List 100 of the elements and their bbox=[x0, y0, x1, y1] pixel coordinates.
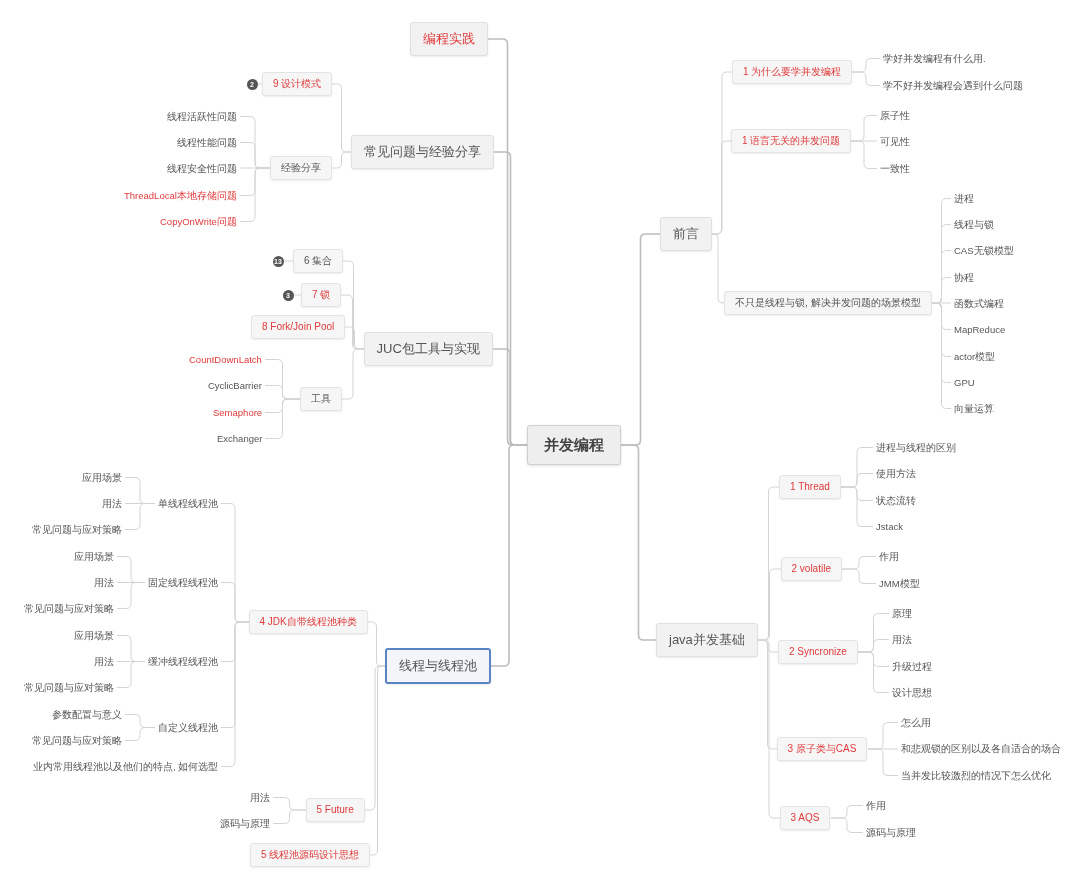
branch-text: CountDownLatch bbox=[186, 352, 265, 366]
subtopic-box: 2 Syncronize bbox=[778, 640, 858, 664]
subtopic-box: 5 线程池源码设计思想 bbox=[250, 843, 371, 867]
branch-text: 用法 bbox=[99, 496, 125, 510]
branch-text: 作用 bbox=[863, 798, 889, 812]
branch-text: 常见问题与应对策略 bbox=[29, 733, 125, 747]
connector-line bbox=[857, 651, 890, 693]
topic-box: java并发基础 bbox=[656, 623, 758, 657]
topic-box: 常见问题与经验分享 bbox=[350, 135, 494, 169]
branch-text: 原子性 bbox=[877, 108, 913, 122]
connector-line bbox=[272, 809, 307, 824]
branch-text: 怎么用 bbox=[898, 715, 934, 729]
branch-text: 业内常用线程池以及他们的特点, 如何选型 bbox=[30, 759, 222, 773]
branch-text: 源码与原理 bbox=[863, 825, 919, 839]
subtopic-box: 不只是线程与锁, 解决并发问题的场景模型 bbox=[724, 291, 932, 315]
branch-text: 使用方法 bbox=[873, 466, 919, 480]
branch-text: 用法 bbox=[889, 632, 915, 646]
branch-text: 学不好并发编程会遇到什么问题 bbox=[880, 78, 1026, 92]
connector-line bbox=[124, 727, 156, 741]
connector-line bbox=[850, 140, 878, 169]
branch-text: 进程 bbox=[951, 191, 977, 205]
branch-text: 常见问题与应对策略 bbox=[21, 601, 117, 615]
topic-box: JUC包工具与实现 bbox=[363, 332, 493, 366]
branch-text: CopyOnWrite问题 bbox=[157, 214, 240, 228]
branch-text: Jstack bbox=[873, 519, 906, 533]
branch-text: 参数配置与意义 bbox=[49, 707, 125, 721]
subtopic-box: 1 语言无关的并发问题 bbox=[731, 129, 852, 153]
connector-line bbox=[124, 503, 156, 530]
branch-text: Semaphore bbox=[210, 405, 266, 419]
topic-box: 前言 bbox=[660, 217, 712, 251]
branch-text: 当并发比较激烈的情况下怎么优化 bbox=[898, 768, 1054, 782]
branch-text: 协程 bbox=[951, 270, 977, 284]
connector-line bbox=[116, 582, 146, 609]
branch-text: 常见问题与应对策略 bbox=[21, 680, 117, 694]
branch-text: CyclicBarrier bbox=[205, 378, 265, 392]
connector-line bbox=[711, 140, 732, 235]
connector-line bbox=[239, 167, 271, 222]
branch-text: 设计思想 bbox=[889, 685, 935, 699]
branch-text: 升级过程 bbox=[889, 659, 935, 673]
branch-text: 向量运算 bbox=[951, 401, 997, 415]
subtopic-box: 9 设计模式 bbox=[262, 72, 333, 96]
subtopic-box: 7 锁 bbox=[301, 283, 342, 307]
subtopic-box: 经验分享 bbox=[270, 156, 332, 180]
branch-text: 进程与线程的区别 bbox=[873, 440, 959, 454]
subtopic-box: 工具 bbox=[300, 387, 342, 411]
branch-text: 函数式编程 bbox=[951, 296, 1007, 310]
connector-line bbox=[620, 444, 657, 641]
branch-text: 用法 bbox=[91, 654, 117, 668]
branch-text: 应用场景 bbox=[71, 549, 117, 563]
branch-text: 用法 bbox=[247, 790, 273, 804]
branch-text: 单线程线程池 bbox=[155, 496, 221, 510]
branch-text: Exchanger bbox=[214, 431, 266, 445]
connector-line bbox=[116, 661, 146, 688]
branch-text: 缓冲线程线程池 bbox=[145, 654, 221, 668]
connector-line bbox=[264, 398, 301, 439]
selected-topic-box: 线程与线程池 bbox=[385, 648, 491, 684]
connector-line bbox=[931, 302, 952, 409]
branch-text: 固定线程线程池 bbox=[145, 575, 221, 589]
branch-text: 原理 bbox=[889, 606, 915, 620]
branch-text: CAS无锁模型 bbox=[951, 243, 1017, 257]
subtopic-box: 5 Future bbox=[305, 798, 365, 822]
topic-box: 编程实践 bbox=[410, 22, 488, 56]
branch-text: 线程活跃性问题 bbox=[164, 109, 240, 123]
branch-text: 一致性 bbox=[877, 161, 913, 175]
branch-text: 线程安全性问题 bbox=[164, 161, 240, 175]
branch-text: 应用场景 bbox=[71, 628, 117, 642]
central-topic-box: 并发编程 bbox=[527, 425, 621, 465]
connector-line bbox=[220, 621, 250, 767]
branch-text: actor模型 bbox=[951, 349, 999, 363]
connector-line bbox=[840, 486, 874, 527]
connector-line bbox=[490, 444, 528, 667]
subtopic-box: 3 原子类与CAS bbox=[776, 737, 868, 761]
subtopic-box: 1 为什么要学并发编程 bbox=[732, 60, 853, 84]
branch-text: 应用场景 bbox=[79, 470, 125, 484]
branch-text: 用法 bbox=[91, 575, 117, 589]
branch-text: 学好并发编程有什么用. bbox=[880, 51, 989, 65]
branch-text: MapReduce bbox=[951, 322, 1009, 336]
branch-text: 和悲观锁的区别以及各自适合的场合 bbox=[898, 741, 1064, 755]
branch-text: 可见性 bbox=[877, 134, 913, 148]
branch-text: 状态流转 bbox=[873, 493, 919, 507]
subtopic-box: 2 volatile bbox=[780, 557, 842, 581]
connector-line bbox=[851, 71, 881, 86]
connector-line bbox=[841, 568, 877, 584]
subtopic-box: 4 JDK自带线程池种类 bbox=[248, 610, 368, 634]
branch-text: 线程性能问题 bbox=[174, 135, 240, 149]
connector-line bbox=[867, 748, 899, 776]
subtopic-box: 6 集合 bbox=[293, 249, 344, 273]
subtopic-box: 3 AQS bbox=[779, 806, 831, 830]
connector-line bbox=[830, 817, 864, 833]
branch-text: ThreadLocal本地存储问题 bbox=[121, 188, 240, 202]
subtopic-box: 8 Fork/Join Pool bbox=[251, 315, 346, 339]
branch-text: 常见问题与应对策略 bbox=[29, 522, 125, 536]
subtopic-box: 1 Thread bbox=[779, 475, 841, 499]
branch-text: JMM模型 bbox=[876, 576, 923, 590]
branch-text: 自定义线程池 bbox=[155, 720, 221, 734]
branch-text: 源码与原理 bbox=[217, 816, 273, 830]
branch-text: 作用 bbox=[876, 549, 902, 563]
branch-text: 线程与锁 bbox=[951, 217, 997, 231]
connector-line bbox=[331, 151, 352, 169]
branch-text: GPU bbox=[951, 375, 978, 389]
